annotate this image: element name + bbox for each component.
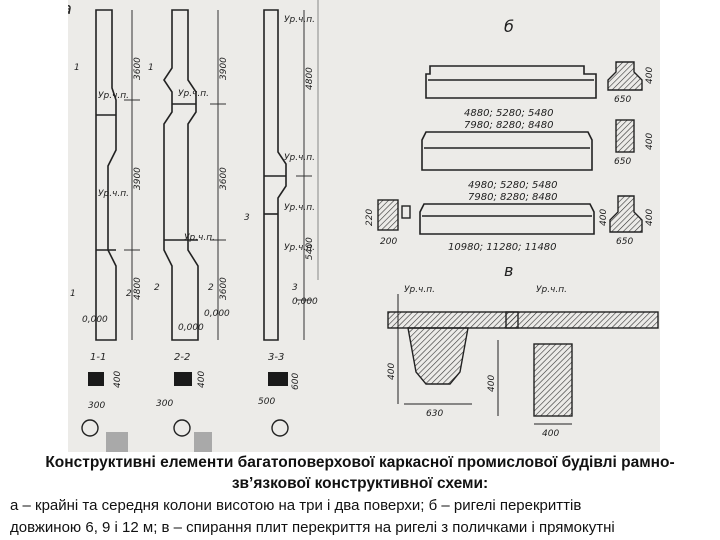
col-text-31: 1 (70, 289, 76, 299)
col-text-18: 0,000 (292, 297, 318, 307)
beam-9m (421, 131, 593, 171)
col-text-34: 2 (126, 289, 132, 299)
beam-dim-0: 4880; 5280; 5480 (464, 108, 553, 119)
column-annotations: Ур.ч.п. Ур.ч.п. Ур.ч.п. Ур.ч.п. Ур.ч.п. … (70, 15, 318, 411)
construction-drawing: а б в Ур.ч.п. Ур.ч.п. Ур.ч.п. Ур.ч.п. Ур… (68, 0, 660, 452)
bsd-3: 650 (614, 157, 631, 167)
slab-annotations: Ур.ч.п. Ур.ч.п. 400 630 400 400 (387, 285, 567, 439)
col-text-15: 4800 (133, 277, 143, 300)
foundation-2 (173, 419, 191, 437)
panel-label-b: б (504, 17, 514, 36)
col-text-8: 3600 (133, 57, 143, 80)
column-sections (81, 372, 289, 452)
col-text-10: 3900 (219, 57, 229, 80)
col-text-22: 3-3 (268, 352, 284, 363)
col-text-36: 3 (292, 283, 298, 293)
col-text-19: 0,000 (178, 323, 204, 333)
col-text-5: Ур.ч.п. (284, 153, 315, 163)
col-text-20: 1-1 (90, 352, 106, 363)
slab-support-left (387, 294, 519, 405)
bsd-4: 220 (365, 209, 375, 226)
col-text-24: 300 (156, 399, 173, 409)
section-2-2 (174, 372, 192, 386)
col-text-30: 1 (148, 63, 154, 73)
col-text-26: 400 (113, 371, 123, 388)
col-text-12: 3600 (219, 277, 229, 300)
column-outer-1 (95, 9, 117, 341)
col-text-32: 2 (154, 283, 160, 293)
panel-label-c: в (504, 261, 513, 280)
beam-section-5 (401, 205, 411, 219)
col-text-1: Ур.ч.п. (98, 189, 129, 199)
beam-section-1 (607, 61, 643, 91)
beam-dim-4: 10980; 11280; 11480 (448, 242, 557, 253)
col-text-16: 0,000 (82, 315, 108, 325)
beam-section-dims: 400 650 400 650 220 200 400 400 650 (365, 67, 655, 247)
caption-title-line-2: зв’язкової конструктивної схеми: (231, 475, 489, 492)
beam-section-3 (609, 195, 643, 233)
bsd-5: 200 (380, 237, 397, 247)
col-text-0: Ур.ч.п. (98, 91, 129, 101)
slab-label-0: Ур.ч.п. (404, 285, 435, 295)
col-text-3: Ур.ч.п. (184, 233, 215, 243)
col-text-2: Ур.ч.п. (178, 89, 209, 99)
beam-6m (425, 65, 597, 99)
caption-body: а – крайні та середня колони висотою на … (10, 495, 720, 539)
slab-dim-1: 630 (426, 409, 443, 419)
slab-dim-2: 400 (487, 375, 497, 392)
bsd-1: 650 (614, 95, 631, 105)
section-3-3 (268, 372, 288, 386)
foundation-1 (81, 419, 99, 437)
section-gray-2 (194, 432, 212, 452)
beam-dim-2: 4980; 5280; 5480 (468, 180, 557, 191)
beams (419, 65, 597, 235)
column-middle-2 (163, 9, 199, 341)
slab-dim-3: 400 (542, 429, 559, 439)
col-text-33: 2 (208, 283, 214, 293)
col-text-23: 300 (88, 401, 105, 411)
caption-title-line-1: Конструктивні елементи багатоповерхової … (45, 454, 675, 471)
slab-label-1: Ур.ч.п. (536, 285, 567, 295)
caption-body-line-1: а – крайні та середня колони висотою на … (10, 497, 582, 514)
bsd-7: 400 (645, 209, 655, 226)
col-text-9: 3900 (133, 167, 143, 190)
slab-support-right (497, 311, 659, 425)
bsd-8: 650 (616, 237, 633, 247)
foundation-3 (271, 419, 289, 437)
panel-label-a: а (68, 0, 72, 18)
col-text-4: Ур.ч.п. (284, 15, 315, 25)
col-text-14: 5400 (305, 237, 315, 260)
col-text-21: 2-2 (174, 352, 190, 363)
bsd-0: 400 (645, 67, 655, 84)
section-1-1 (88, 372, 104, 386)
col-text-7: Ур.ч.п. (284, 243, 315, 253)
col-text-6: Ур.ч.п. (284, 203, 315, 213)
beam-section-2 (615, 119, 635, 153)
beam-section-4 (377, 199, 399, 231)
col-text-17: 0,000 (204, 309, 230, 319)
beam-dim-1: 7980; 8280; 8480 (464, 120, 553, 131)
col-text-11: 3600 (219, 167, 229, 190)
bsd-2: 400 (645, 133, 655, 150)
col-text-25: 500 (258, 397, 275, 407)
beam-dims: 4880; 5280; 5480 7980; 8280; 8480 4980; … (448, 108, 557, 253)
beam-12m (419, 203, 595, 235)
col-text-28: 600 (291, 373, 301, 390)
beam-dim-3: 7980; 8280; 8480 (468, 192, 557, 203)
column-outer-3 (263, 9, 287, 341)
caption-body-line-2: довжиною 6, 9 і 12 м; в – спирання плит … (10, 519, 615, 536)
col-text-27: 400 (197, 371, 207, 388)
slab-dim-0: 400 (387, 363, 397, 380)
col-text-13: 4800 (305, 67, 315, 90)
beam-sections (377, 61, 643, 233)
bsd-6: 400 (599, 209, 609, 226)
column-dimension-lines (124, 10, 312, 340)
caption-title: Конструктивні елементи багатоповерхової … (0, 452, 720, 494)
section-gray-1 (106, 432, 128, 452)
col-text-35: 3 (244, 213, 250, 223)
col-text-29: 1 (74, 63, 80, 73)
